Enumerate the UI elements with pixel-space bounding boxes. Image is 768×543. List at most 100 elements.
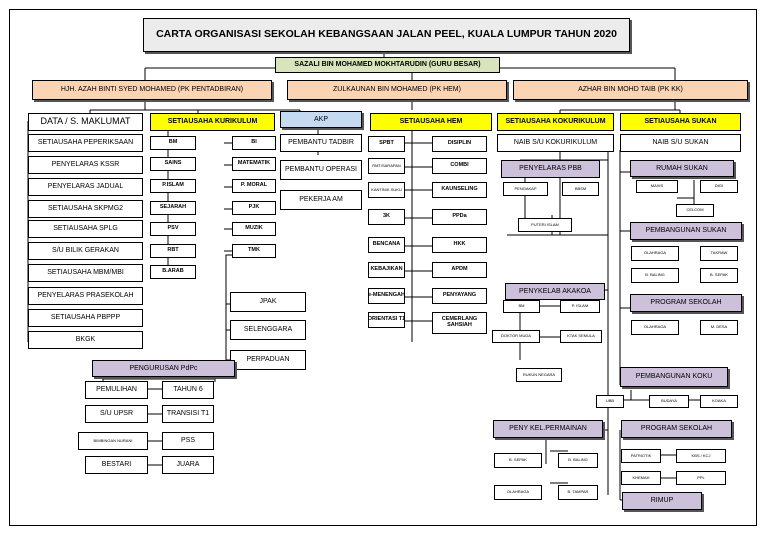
rimup-box: RIMUP <box>622 492 702 510</box>
pentadbiran-item: S/U BILIK GERAKAN <box>28 242 143 260</box>
kurikulum-item: SAINS <box>150 157 196 171</box>
prog-sekolah2-item: KBS / KCJ <box>676 449 726 463</box>
pk-hem-box: ZULKAUNAN BIN MOHAMED (PK HEM) <box>287 80 507 100</box>
prog-sekolah-item: OLAHRAGA <box>631 320 679 335</box>
prog-sekolah2-item: KHEMAH <box>621 471 661 485</box>
pentadbiran-item: SETIAUSAHA PBPPP <box>28 309 143 327</box>
hem-head: SETIAUSAHA HEM <box>370 113 492 131</box>
kelab-item: KTAK SEMULA <box>560 330 602 343</box>
pdpc-item: PEMULIHAN <box>85 381 148 399</box>
hem-item: RMT/SARAPAN <box>368 158 405 174</box>
pdpc-item: S/U UPSR <box>85 405 148 423</box>
kurikulum-item: MUZIK <box>232 222 276 236</box>
permainan-head: PENY KEL.PERMAINAN <box>493 420 603 438</box>
kurikulum-item: MATEMATIK <box>232 157 276 171</box>
kurikulum-item: SEJARAH <box>150 201 196 215</box>
pk-pentadbiran-box: HJH. AZAH BINTI SYED MOHAMED (PK PENTADB… <box>32 80 272 100</box>
pemb-koku-item: UBB <box>596 395 624 408</box>
kelab-item: RUKUN NEGARA <box>516 368 562 382</box>
hem-item: ORIENTASI T1 <box>368 312 405 328</box>
chart-frame <box>9 9 757 526</box>
kurikulum-item: RBT <box>150 244 196 258</box>
pentadbiran-item: PENYELARAS PRASEKOLAH <box>28 287 143 305</box>
hem-item: BENCANA <box>368 237 405 253</box>
pbb-item: BBSM <box>562 182 599 196</box>
lower-item: PERPADUAN <box>230 350 306 370</box>
kelab-item: P. ISLAM <box>560 300 600 313</box>
akp-head: AKP <box>280 111 362 128</box>
pemb-sukan-item: B. SEPAK <box>700 268 738 283</box>
lower-item: SELENGGARA <box>230 320 306 340</box>
hem-item: APDM <box>432 262 487 278</box>
pentadbiran-item: SETIAUSAHA PEPERIKSAAN <box>28 134 143 152</box>
pdpc-item: BESTARI <box>85 456 148 474</box>
kurikulum-item: B.ARAB <box>150 265 196 279</box>
hem-item: DISIPLIN <box>432 136 487 152</box>
hem-item: 3K <box>368 209 405 225</box>
hem-item: KEBAJIKAN <box>368 262 405 278</box>
prog-sekolah-head: PROGRAM SEKOLAH <box>630 294 742 312</box>
kurikulum-item: BM <box>150 136 196 150</box>
pdpc-item: BIMBINGAN NURANI <box>78 432 148 450</box>
rumah-head: RUMAH SUKAN <box>630 160 734 177</box>
kelab-head: PENYKELAB AKAKOA <box>505 283 605 300</box>
hem-item: SPBT <box>368 136 405 152</box>
pentadbiran-item: BKGK <box>28 331 143 349</box>
naib-sukan: NAIB S/U SUKAN <box>620 134 741 152</box>
pemb-koku-item: KOAKA <box>700 395 738 408</box>
permainan-item: B. TAMPAR <box>558 485 598 500</box>
rumah-item: MAXIS <box>636 180 678 193</box>
pdpc-item: TRANSISI T1 <box>162 405 214 423</box>
akp-item: PEMBANTU OPERASI <box>280 160 362 180</box>
kurikulum-head: SETIAUSAHA KURIKULUM <box>150 113 275 131</box>
pdpc-item: PSS <box>162 432 214 450</box>
pemb-koku-item: BUDAYA <box>649 395 689 408</box>
kelab-item: BM <box>503 300 540 313</box>
pdpc-head: PENGURUSAN PdPc <box>92 360 235 377</box>
kurikulum-item: TMK <box>232 244 276 258</box>
akp-item: PEKERJA AM <box>280 190 362 210</box>
hem-item: PPDa <box>432 209 487 225</box>
kokurikulum-head: SETIAUSAHA KOKURIKULUM <box>497 113 614 131</box>
hem-item: COMBI <box>432 158 487 174</box>
pentadbiran-item: SETIAUSAHA SKPMG2 <box>28 200 143 218</box>
kurikulum-item: PJK <box>232 201 276 215</box>
permainan-item: B. BALING <box>558 453 598 468</box>
prog-sekolah2-item: PATRIOTIK <box>621 449 661 463</box>
pentadbiran-item: SETIAUSAHA SPLG <box>28 220 143 238</box>
hem-item: HKK <box>432 237 487 253</box>
prog-sekolah2-item: PPL <box>676 471 726 485</box>
prog-sekolah2-head: PROGRAM SEKOLAH <box>621 420 732 438</box>
pentadbiran-item: SETIAUSAHA MBM/MBI <box>28 264 143 282</box>
sukan-head: SETIAUSAHA SUKAN <box>620 113 741 131</box>
pbb-item: PUTERI ISLAM <box>518 218 572 232</box>
pemb-sukan-item: TAKRAW <box>700 246 738 261</box>
pemb-sukan-item: OLAHRAGA <box>631 246 679 261</box>
pemb-sukan-item: B. BALING <box>631 268 679 283</box>
kurikulum-item: PSV <box>150 222 196 236</box>
chart-title: CARTA ORGANISASI SEKOLAH KEBANGSAAN JALA… <box>143 18 630 52</box>
pemb-sukan-head: PEMBANGUNAN SUKAN <box>630 222 742 240</box>
guru-besar-box: SAZALI BIN MOHAMED MOKHTARUDIN (GURU BES… <box>275 57 500 73</box>
pdpc-item: TAHUN 6 <box>162 381 214 399</box>
hem-item: KAUNSELING <box>432 182 487 198</box>
hem-item: PENYAYANG <box>432 288 487 304</box>
pdpc-item: JUARA <box>162 456 214 474</box>
hem-item: KANTIN/K.SUKU <box>368 182 405 198</box>
permainan-item: OLAHRAGA <box>494 485 542 500</box>
hem-item: e-MENENGAH <box>368 288 405 304</box>
permainan-item: B. SEPAK <box>494 453 542 468</box>
rumah-item: DIGI <box>700 180 738 193</box>
kurikulum-item: P.ISLAM <box>150 179 196 193</box>
rumah-item: CELCOM <box>676 204 714 217</box>
pbb-head: PENYELARAS PBB <box>501 160 600 178</box>
pentadbiran-item: PENYELARAS KSSR <box>28 156 143 174</box>
akp-item: PEMBANTU TADBIR <box>280 134 362 152</box>
naib-koku: NAIB S/U KOKURIKULUM <box>497 134 614 152</box>
kelab-item: DOKTOR MUDA <box>492 330 540 343</box>
pentadbiran-item: PENYELARAS JADUAL <box>28 178 143 196</box>
pentadbiran-item: DATA / S. MAKLUMAT <box>28 113 143 131</box>
lower-item: JPAK <box>230 292 306 312</box>
hem-item: CEMERLANG SAHSIAH <box>432 312 487 334</box>
pbb-item: PENGAKAP <box>503 182 548 196</box>
